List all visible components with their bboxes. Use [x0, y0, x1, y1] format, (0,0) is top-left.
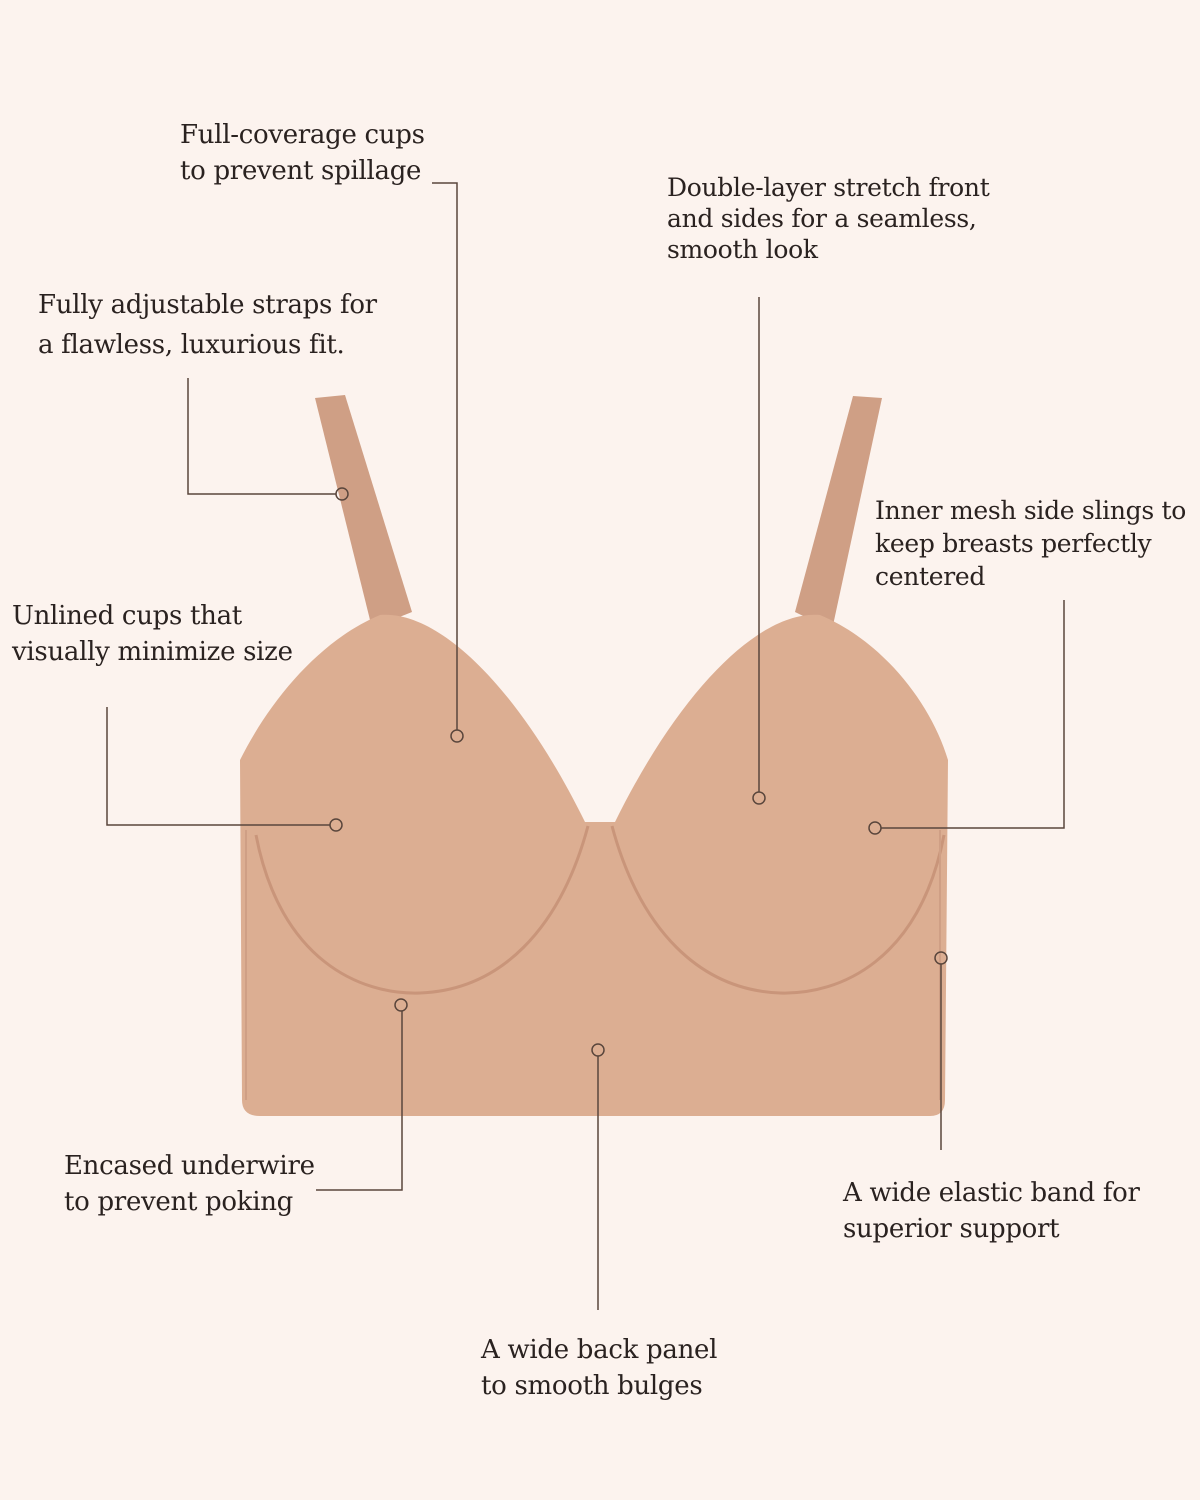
callout-full-coverage: Full-coverage cups to prevent spillage	[180, 117, 425, 189]
leader-full-coverage	[432, 182, 458, 730]
callout-back-panel: A wide back panel to smooth bulges	[481, 1332, 717, 1404]
callout-line: to prevent poking	[64, 1187, 294, 1217]
callout-unlined: Unlined cups that visually minimize size	[12, 598, 293, 670]
callout-line: A wide back panel	[481, 1335, 718, 1365]
callout-line: Fully adjustable straps for	[38, 290, 377, 320]
callout-line: keep breasts perfectly	[875, 529, 1152, 558]
callout-line: to smooth bulges	[481, 1371, 703, 1401]
left-strap	[315, 395, 412, 628]
dot-underwire	[394, 998, 408, 1012]
bra-illustration	[240, 395, 948, 1116]
leader-unlined	[106, 707, 330, 826]
right-cup-seam	[610, 825, 946, 995]
callout-line: and sides for a seamless,	[667, 204, 977, 233]
callout-line: Full-coverage cups	[180, 120, 425, 150]
callout-line: Encased underwire	[64, 1151, 315, 1181]
callout-line: A wide elastic band for	[843, 1178, 1140, 1208]
dot-unlined	[329, 818, 343, 832]
callout-double-layer: Double-layer stretch front and sides for…	[667, 172, 990, 265]
right-strap	[795, 396, 882, 630]
callout-line: a flawless, luxurious fit.	[38, 330, 345, 360]
callout-straps: Fully adjustable straps for a flawless, …	[38, 285, 377, 365]
callout-side-slings: Inner mesh side slings to keep breasts p…	[875, 494, 1186, 593]
leader-underwire	[316, 1011, 403, 1191]
dot-elastic-band	[934, 951, 948, 965]
callout-elastic-band: A wide elastic band for superior support	[843, 1175, 1140, 1247]
callout-line: superior support	[843, 1214, 1060, 1244]
callout-line: centered	[875, 562, 986, 591]
callout-line: Unlined cups that	[12, 601, 242, 631]
callout-line: Inner mesh side slings to	[875, 496, 1187, 525]
callout-line: smooth look	[667, 235, 818, 264]
left-cup-seam	[254, 825, 590, 995]
dot-side-slings	[868, 821, 882, 835]
dot-straps	[335, 487, 349, 501]
callout-line: visually minimize size	[12, 637, 293, 667]
callout-line: to prevent spillage	[180, 156, 422, 186]
dot-back-panel	[591, 1043, 605, 1057]
dot-double-layer	[752, 791, 766, 805]
dot-full-coverage	[450, 729, 464, 743]
callout-underwire: Encased underwire to prevent poking	[64, 1148, 315, 1220]
leader-side-slings	[881, 600, 1065, 829]
callout-line: Double-layer stretch front	[667, 173, 990, 202]
bra-body	[240, 614, 948, 1116]
leader-lines	[106, 182, 1065, 1310]
leader-straps	[187, 378, 336, 495]
